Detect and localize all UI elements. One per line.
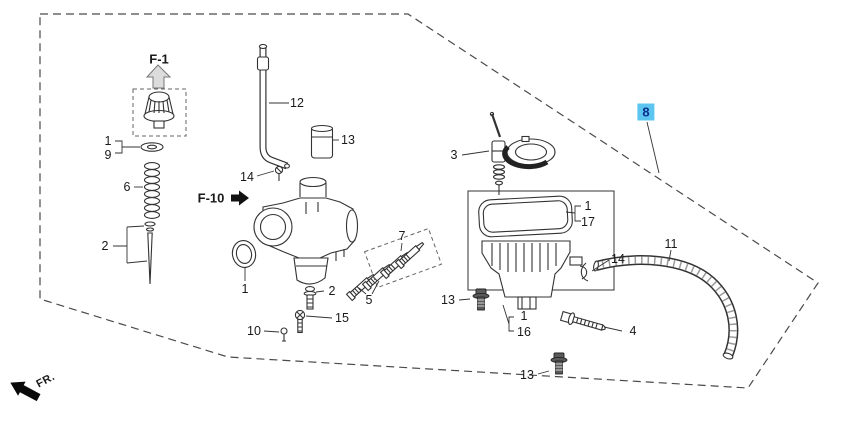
part-jet-d bbox=[394, 241, 425, 270]
part-bolt-left bbox=[472, 288, 490, 311]
part-bolt-bottom bbox=[550, 352, 568, 375]
part-small-screw bbox=[274, 165, 284, 181]
section-ref-f1[interactable]: F-1 bbox=[149, 51, 169, 67]
part-float-chamber bbox=[481, 240, 583, 310]
section-ref-f10[interactable]: F-10 bbox=[197, 190, 225, 206]
part-boot bbox=[310, 124, 334, 159]
part-hose bbox=[593, 255, 739, 360]
jet-set-7-dashed-box bbox=[363, 227, 443, 289]
callout-jets-7[interactable]: 7 bbox=[398, 228, 406, 243]
callout-screw-15[interactable]: 15 bbox=[335, 310, 349, 325]
part-wire-clip bbox=[579, 262, 589, 282]
callout-screwset-4[interactable]: 4 bbox=[629, 323, 637, 338]
part-spring bbox=[143, 162, 161, 219]
callout-float-1[interactable]: 1 bbox=[520, 308, 528, 323]
part-gasket bbox=[478, 195, 573, 238]
assembly-boundary-outline bbox=[39, 13, 819, 389]
callout-screw-2[interactable]: 2 bbox=[328, 283, 336, 298]
callout-clip-10[interactable]: 10 bbox=[247, 323, 261, 338]
callout-gasket-1[interactable]: 1 bbox=[584, 198, 592, 213]
callout-needle-2[interactable]: 2 bbox=[101, 238, 109, 253]
callout-gasket-17[interactable]: 17 bbox=[581, 214, 595, 229]
callout-screw-14[interactable]: 14 bbox=[240, 169, 254, 184]
part-pipe bbox=[256, 43, 290, 170]
leader-lines bbox=[113, 102, 672, 375]
f10-right-arrow-icon bbox=[231, 190, 249, 206]
part-washer bbox=[140, 142, 164, 152]
part-screw-set bbox=[559, 310, 607, 331]
part-carburetor-body bbox=[253, 176, 359, 285]
part-clip-small bbox=[280, 327, 288, 342]
part-pan-screw bbox=[294, 309, 306, 334]
front-direction-arrow-icon bbox=[10, 381, 41, 402]
f1-up-arrow-icon bbox=[145, 64, 172, 89]
part-oring bbox=[231, 240, 257, 268]
callout-oring-1[interactable]: 1 bbox=[241, 281, 249, 296]
callout-spring-6[interactable]: 6 bbox=[123, 179, 131, 194]
callout-assembly-8-highlighted[interactable]: 8 bbox=[637, 103, 655, 121]
callout-washer-9[interactable]: 9 bbox=[104, 147, 112, 162]
callout-washer-1[interactable]: 1 bbox=[104, 133, 112, 148]
part-cap-knob bbox=[143, 91, 175, 129]
callout-clip-14[interactable]: 14 bbox=[611, 251, 625, 266]
callout-float-16[interactable]: 16 bbox=[517, 324, 531, 339]
part-top-set bbox=[489, 111, 556, 195]
callout-boot-13[interactable]: 13 bbox=[341, 132, 355, 147]
part-drain-screw bbox=[303, 286, 317, 310]
callout-bolt-13-left[interactable]: 13 bbox=[441, 292, 455, 307]
callout-bolt-13-bottom[interactable]: 13 bbox=[520, 367, 534, 382]
callout-topset-3[interactable]: 3 bbox=[450, 147, 458, 162]
callout-hose-11[interactable]: 11 bbox=[664, 236, 678, 251]
callout-jets-5[interactable]: 5 bbox=[365, 292, 373, 307]
f1-item-dashed-box bbox=[132, 88, 187, 137]
part-needle-set bbox=[144, 221, 156, 285]
callout-pipe-12[interactable]: 12 bbox=[290, 95, 304, 110]
